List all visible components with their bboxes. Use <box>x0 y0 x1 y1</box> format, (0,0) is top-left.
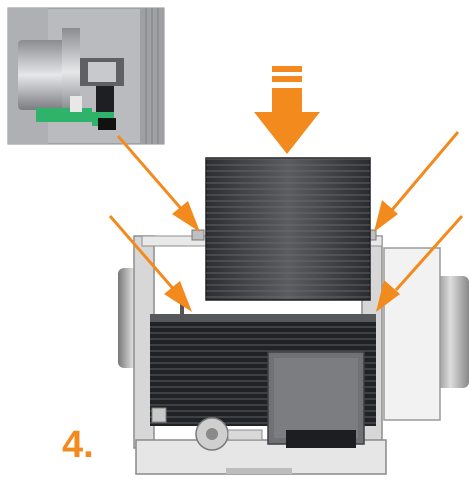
down-arrow-icon <box>254 66 320 154</box>
pointer-arrow-icon <box>376 215 464 312</box>
upper-drum <box>205 157 371 301</box>
pointer-arrow-icon <box>116 135 200 232</box>
inset-detail-image <box>7 7 165 145</box>
pointer-arrow-icon <box>374 131 460 232</box>
step-number: 4. <box>62 424 94 466</box>
pointer-arrow-icon <box>108 215 192 312</box>
